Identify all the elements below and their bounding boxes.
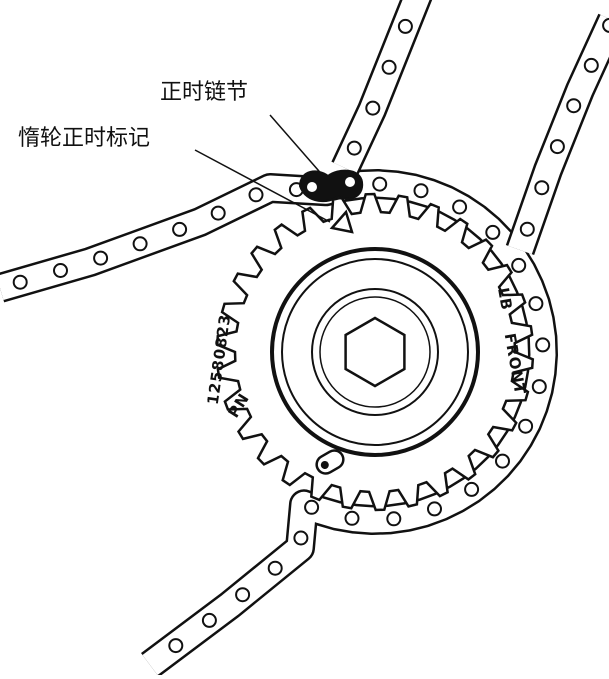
- chain-pin: [531, 379, 547, 395]
- hex-bolt-head: [344, 316, 406, 388]
- idler-mark-leader-line: [194, 149, 331, 223]
- chain-wrapping-gear: [0, 169, 558, 677]
- chain-pin: [464, 481, 480, 497]
- chain-pin: [267, 560, 283, 576]
- chain-pin: [397, 18, 413, 34]
- chain-pin: [413, 183, 429, 199]
- chain-pin: [452, 199, 468, 215]
- timing-link-label: 正时链节: [160, 80, 249, 105]
- chain-upper-left-strand: [331, 0, 433, 175]
- chain-pin: [201, 612, 217, 628]
- chain-pin: [346, 140, 362, 156]
- chain-pin: [519, 221, 535, 237]
- chain-pin: [535, 337, 551, 353]
- chain-pin: [495, 453, 510, 469]
- chain-pin: [365, 100, 381, 116]
- chain-pin: [172, 221, 188, 237]
- chain-pin: [304, 499, 320, 515]
- chain-pin: [549, 139, 565, 155]
- gear-hub-inner-ring: [281, 258, 469, 446]
- chain-pin: [518, 418, 534, 434]
- chain-pin: [583, 57, 599, 73]
- gear-part-number: 12580823: [204, 313, 235, 406]
- idler-timing-mark: [329, 209, 354, 234]
- chain-pin: [132, 236, 148, 252]
- chain-pin: [12, 274, 28, 290]
- chain-pin: [248, 187, 264, 203]
- timing-link-plate: [298, 169, 364, 203]
- chain-pin: [528, 296, 544, 312]
- chain-pin: [485, 224, 501, 240]
- timing-link-leader-line: [269, 114, 326, 179]
- chain-pin: [381, 59, 397, 75]
- chain-pin: [293, 530, 309, 546]
- chain-pin: [534, 180, 550, 196]
- gear-bore-inner: [319, 296, 431, 408]
- chain-pin: [372, 176, 388, 192]
- chain-pin: [210, 205, 226, 221]
- chain-pin: [168, 638, 184, 654]
- chain-pin: [93, 250, 109, 266]
- idler-timing-mark-label: 惰轮正时标记: [18, 126, 151, 151]
- chain-pin: [235, 587, 251, 603]
- chain-pin: [602, 17, 609, 33]
- chain-pin: [511, 257, 527, 273]
- chain-pin: [427, 501, 442, 517]
- gear-dowel-slot: [315, 449, 345, 475]
- chain-pin: [386, 511, 402, 527]
- chain-pin: [566, 98, 582, 114]
- chain-pin: [53, 263, 68, 278]
- chain-upper-right-strand: [505, 13, 609, 255]
- chain-pin: [344, 510, 360, 526]
- gear-prefix-lb: LB: [494, 286, 516, 312]
